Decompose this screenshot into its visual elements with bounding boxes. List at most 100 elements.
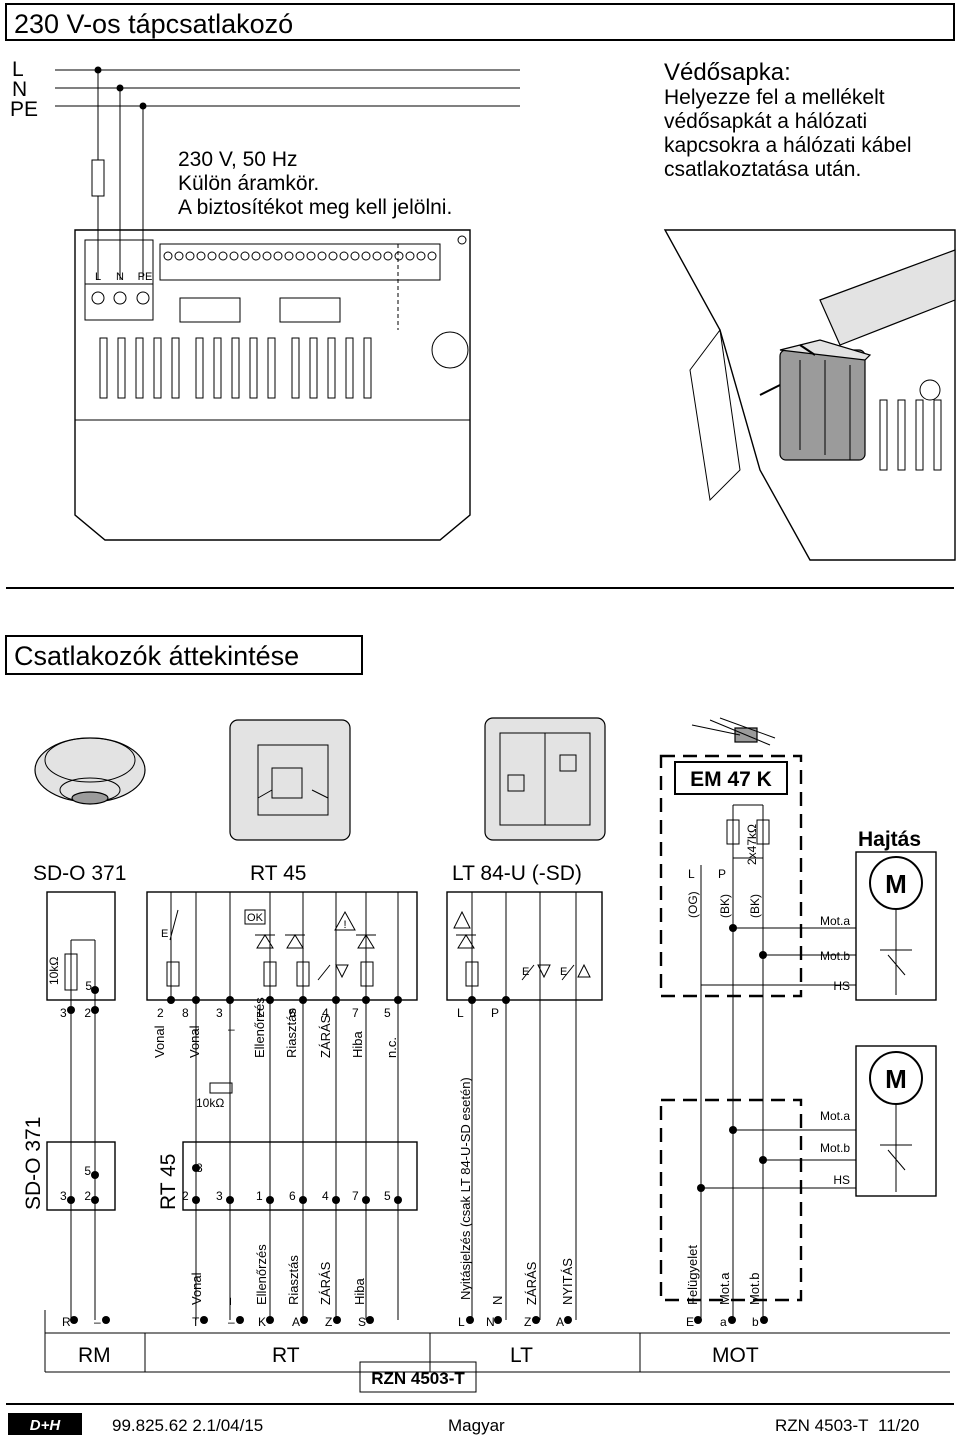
vent-slot <box>915 399 924 471</box>
rzn-terminal-dot <box>466 1316 474 1324</box>
rzn-group-mot: MOT <box>712 1344 759 1367</box>
cap-note-title: Védősapka: <box>664 59 791 86</box>
mains-note-2: Külön áramkör. <box>178 172 319 195</box>
rt45-bottom-pin-label: 6 <box>289 1189 296 1203</box>
mains-note-3: A biztosítékot meg kell jelölni. <box>178 196 452 219</box>
em47-pin-p: P <box>718 867 726 881</box>
rt45-top-pin-label: 1 <box>256 1006 263 1020</box>
terminal-dot <box>317 251 327 261</box>
rt45-bottom-pin-dot <box>394 1196 402 1204</box>
vent-slot <box>195 337 204 399</box>
rzn-terminal-label: Z <box>524 1315 531 1329</box>
vent-slot <box>153 337 162 399</box>
rt45-top-pin-label: 7 <box>352 1006 359 1020</box>
lt84-switch-icon <box>484 717 606 841</box>
rzn-terminal-label: – <box>228 1315 235 1329</box>
rzn-terminal-label: R <box>62 1315 71 1329</box>
rzn-terminal-dot <box>494 1316 502 1324</box>
terminal-dot <box>306 251 316 261</box>
vent-slot <box>249 337 258 399</box>
mains-note-1: 230 V, 50 Hz <box>178 148 297 171</box>
drive-bottom-motor-icon: M <box>885 1064 907 1094</box>
vent-slot <box>99 337 108 399</box>
bottom-label-n: N <box>490 1296 505 1305</box>
sdo-top-pin-5: 5 <box>85 979 92 993</box>
cap-note-line-2: védősapkát a hálózati <box>664 110 867 133</box>
terminal-dot <box>394 251 404 261</box>
monitor-dashed-box <box>659 1098 803 1302</box>
bottom-label-mota: Mot.a <box>717 1272 732 1305</box>
em47-name: EM 47 K <box>690 768 772 791</box>
rt45-resistor-label: 10kΩ <box>196 1096 224 1110</box>
lt84-pin-p: P <box>491 1006 499 1020</box>
rt45-bottom-pin-label: 1 <box>256 1189 263 1203</box>
lt84-name: LT 84-U (-SD) <box>452 862 582 885</box>
terminal-dot <box>284 251 294 261</box>
rzn-terminal-dot <box>532 1316 540 1324</box>
rt45-mid-label: ZÁRÁS <box>318 1014 333 1058</box>
bottom-label-motb: Mot.b <box>747 1272 762 1305</box>
mains-label-l: L <box>12 58 24 81</box>
fuse-icon <box>91 159 105 197</box>
sdo-top-pin-2: 2 <box>84 1006 91 1020</box>
terminal-dot <box>328 251 338 261</box>
control-unit-perspective <box>663 229 956 561</box>
rt45-bottom-pin-dot <box>192 1164 200 1172</box>
terminal-label-n: N <box>116 271 124 283</box>
terminal-dot <box>361 251 371 261</box>
rzn-terminal-dot <box>300 1316 308 1324</box>
rzn-terminal-label: – <box>94 1315 101 1329</box>
rt45-mid-label: Ellenőrzés <box>252 997 267 1058</box>
smoke-detector-icon <box>34 737 146 805</box>
drive-top-motor-icon: M <box>885 869 907 899</box>
rt45-side-label: RT 45 <box>157 1154 180 1210</box>
drive-top-box <box>855 851 937 1001</box>
terminal-dot <box>295 251 305 261</box>
bottom-label-zaras-lt: ZÁRÁS <box>524 1261 539 1305</box>
em47-wire-bk-2: (BK) <box>748 894 762 918</box>
sdo-side-label: SD-O 371 <box>22 1117 45 1210</box>
rzn-terminal-label: K <box>258 1315 266 1329</box>
drive-bottom-mota: Mot.a <box>820 1109 850 1123</box>
rzn-terminal-dot <box>200 1316 208 1324</box>
cap-note-line-3: kapcsokra a hálózati kábel <box>664 134 911 157</box>
terminal-dot <box>251 251 261 261</box>
rzn-name: RZN 4503-T <box>371 1369 465 1388</box>
footer-logo-box <box>8 1413 82 1435</box>
rt45-mid-label: Riasztás <box>284 1008 299 1058</box>
rt45-bottom-box <box>182 1141 418 1211</box>
terminal-dot <box>240 251 250 261</box>
rt45-top-pin-label: 3 <box>216 1006 223 1020</box>
vent-slot <box>291 337 300 399</box>
rt45-top-pin-label: 2 <box>157 1006 164 1020</box>
vent-slot <box>117 337 126 399</box>
vent-slot <box>363 337 372 399</box>
rt45-bottom-pin-label: 7 <box>352 1189 359 1203</box>
vent-slot <box>309 337 318 399</box>
rzn-terminal-label: E <box>686 1315 694 1329</box>
terminal-dot <box>416 251 426 261</box>
vent-slot <box>213 337 222 399</box>
lt84-pin-l: L <box>457 1006 464 1020</box>
rzn-group-rt: RT <box>272 1344 300 1367</box>
sdo-top-pin-3: 3 <box>60 1006 67 1020</box>
rzn-terminal-label: A <box>292 1315 300 1329</box>
rt45-mid-label: Vonal <box>187 1025 202 1058</box>
page-title: 230 V-os tápcsatlakozó <box>14 9 293 39</box>
vent-slot <box>135 337 144 399</box>
terminal-dot <box>218 251 228 261</box>
bottom-label-riasztas: Riasztás <box>286 1255 301 1305</box>
terminal-label-l: L <box>95 271 101 283</box>
terminal-dot <box>273 251 283 261</box>
rzn-terminal-label: N <box>486 1315 495 1329</box>
rzn-terminal-label: L <box>458 1315 465 1329</box>
rzn-terminal-dot <box>333 1316 341 1324</box>
bottom-label-zaras: ZÁRÁS <box>318 1261 333 1305</box>
rt45-bottom-pin-label: 2 <box>182 1189 189 1203</box>
rt45-bottom-pin-label: 3 <box>216 1189 223 1203</box>
rt45-bottom-pin-label: 5 <box>384 1189 391 1203</box>
rzn-terminal-label: S <box>358 1315 366 1329</box>
rt45-e-label: E <box>161 928 168 940</box>
footer-logo: D+H <box>30 1417 62 1434</box>
drive-top-mota: Mot.a <box>820 914 850 928</box>
